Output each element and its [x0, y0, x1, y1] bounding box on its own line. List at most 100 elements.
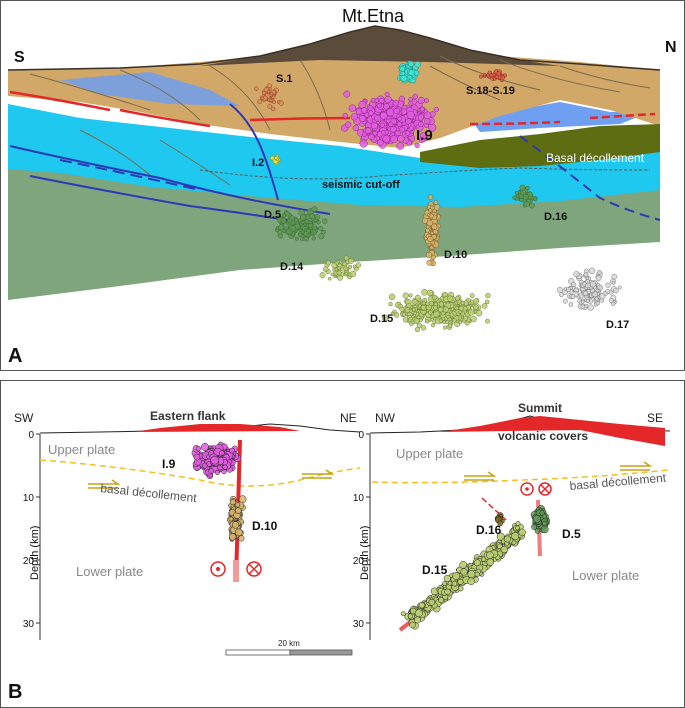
- event-d17: [588, 267, 596, 275]
- event-d15: [426, 289, 434, 297]
- event-i9: [419, 106, 425, 112]
- label-cutoff: seismic cut-off: [322, 179, 400, 191]
- event-i9: [368, 133, 375, 141]
- event-s1: [269, 98, 273, 102]
- event-d16: [522, 194, 529, 200]
- event-d14: [322, 266, 329, 273]
- event-i9: [417, 96, 425, 105]
- event-d15: [452, 318, 457, 323]
- event-d10: [426, 259, 433, 266]
- event-d14: [319, 272, 326, 279]
- event-i9: [382, 135, 391, 143]
- red-thrusts: [9, 90, 656, 128]
- event-d5: [311, 236, 316, 241]
- label-d5: D.5: [264, 209, 281, 221]
- event-d10-b: [231, 521, 240, 529]
- event-d15: [463, 316, 469, 321]
- event-i9: [396, 142, 405, 150]
- event-d15: [432, 295, 438, 300]
- event-d15-b: [443, 574, 451, 583]
- event-i9: [397, 116, 403, 122]
- left-flank-red: [132, 424, 300, 432]
- event-d5: [298, 232, 303, 238]
- label-se: SE: [647, 411, 663, 425]
- event-d16: [519, 184, 526, 191]
- event-s18: [482, 72, 487, 77]
- depth-tick-label: 20: [353, 556, 365, 567]
- event-d15: [475, 309, 483, 317]
- event-d15-b: [428, 599, 436, 606]
- event-d10: [433, 204, 441, 211]
- event-d17: [566, 287, 571, 293]
- event-d15: [433, 310, 440, 318]
- right-depth-label: Depth (km): [359, 526, 371, 580]
- event-d5: [300, 220, 305, 225]
- event-d5: [310, 231, 315, 236]
- etna-summit: [200, 26, 560, 66]
- depth-tick-label: 10: [353, 493, 365, 504]
- event-i9: [408, 125, 414, 131]
- event-d5: [318, 233, 325, 240]
- event-d15: [388, 293, 396, 301]
- surface-line: [7, 25, 661, 71]
- event-d5: [322, 218, 328, 224]
- event-d5: [277, 230, 283, 236]
- event-d15-b: [407, 613, 413, 619]
- event-d10-b: [229, 499, 236, 506]
- event-d17: [608, 298, 614, 303]
- event-d15: [473, 298, 480, 305]
- event-d15-b: [414, 616, 421, 624]
- event-d17: [562, 298, 568, 304]
- event-d15: [412, 307, 416, 312]
- label-ne: NE: [340, 411, 357, 425]
- event-d15: [399, 306, 405, 312]
- event-d17: [594, 296, 599, 301]
- event-d5: [303, 236, 309, 242]
- event-d15: [406, 303, 412, 309]
- event-d5: [281, 213, 287, 218]
- label-i9-b: I.9: [162, 457, 176, 471]
- event-d15: [381, 314, 389, 322]
- cutoff-line: [199, 167, 651, 180]
- basal-band: [420, 124, 660, 168]
- event-d15: [485, 292, 491, 299]
- label-s18: S.18-S.19: [466, 85, 515, 97]
- label-lower-plate-right: Lower plate: [572, 568, 639, 583]
- event-i9: [358, 115, 366, 122]
- event-d5-b: [539, 510, 545, 516]
- event-i9: [400, 108, 408, 115]
- event-d5: [278, 224, 285, 231]
- label-d14: D.14: [280, 261, 304, 273]
- event-i9: [418, 121, 424, 128]
- event-i9: [379, 111, 388, 120]
- depth-tick-label: 0: [28, 430, 34, 441]
- event-d5-b: [541, 520, 548, 527]
- event-d14: [336, 270, 342, 276]
- event-i9: [396, 121, 403, 128]
- event-s1: [263, 87, 269, 93]
- label-upper-plate-left: Upper plate: [48, 442, 115, 457]
- event-i9: [374, 97, 380, 103]
- event-d17: [580, 299, 585, 304]
- event-d10: [428, 213, 434, 219]
- event-d15: [414, 294, 421, 301]
- event-s1: [260, 96, 265, 101]
- event-s18: [478, 74, 484, 79]
- event-d17: [599, 293, 606, 300]
- event-d17: [573, 271, 580, 278]
- event-i9: [388, 121, 394, 128]
- label-upper-plate-right: Upper plate: [396, 446, 463, 461]
- event-d10: [427, 194, 434, 201]
- event-d17: [583, 272, 589, 277]
- event-d15-b: [496, 532, 505, 541]
- blue-wedge-2: [470, 102, 650, 132]
- event-d15: [402, 292, 409, 299]
- label-d5-b: D.5: [562, 527, 581, 541]
- event-d14: [355, 262, 362, 268]
- event-d10-b: [229, 533, 237, 541]
- label-i2: I.2: [252, 157, 264, 169]
- event-i9: [424, 98, 429, 104]
- event-d15-b: [500, 545, 508, 554]
